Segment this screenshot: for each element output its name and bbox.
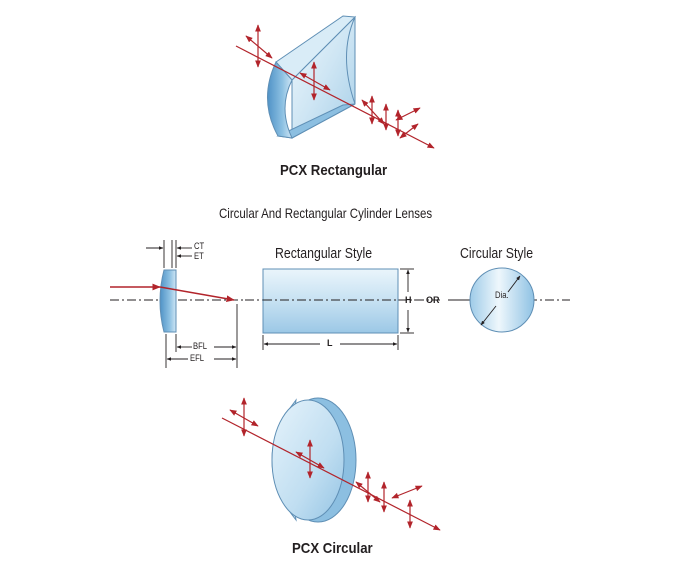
pcx-rectangular-title: PCX Rectangular bbox=[280, 162, 388, 179]
efl-label: EFL bbox=[190, 353, 205, 363]
pcx-rectangular-lens bbox=[267, 15, 357, 139]
bfl-label: BFL bbox=[193, 341, 208, 351]
height-label: H bbox=[405, 295, 412, 305]
side-view-ray bbox=[110, 283, 235, 303]
length-label: L bbox=[327, 338, 333, 348]
rect-dimensions bbox=[262, 268, 470, 350]
dia-label: Dia. bbox=[495, 290, 509, 300]
rectangular-style-label: Rectangular Style bbox=[275, 245, 373, 262]
pcx-circular-title: PCX Circular bbox=[292, 540, 373, 557]
focal-length-dimension bbox=[165, 304, 238, 368]
circular-style-disc bbox=[469, 267, 535, 333]
main-title: Circular And Rectangular Cylinder Lenses bbox=[219, 205, 433, 221]
pcx-circular-light-arrows bbox=[221, 397, 441, 531]
circular-dia-dimension bbox=[480, 275, 521, 326]
ct-label: CT bbox=[194, 241, 205, 251]
side-view-lens bbox=[159, 269, 177, 333]
et-label: ET bbox=[194, 251, 204, 261]
thickness-dimension bbox=[146, 240, 192, 268]
pcx-rectangular-light-arrows bbox=[235, 24, 435, 149]
rectangular-style-block bbox=[262, 268, 399, 334]
or-label: OR bbox=[426, 295, 440, 305]
pcx-circular-lens bbox=[271, 397, 357, 523]
circular-style-label: Circular Style bbox=[460, 245, 534, 262]
